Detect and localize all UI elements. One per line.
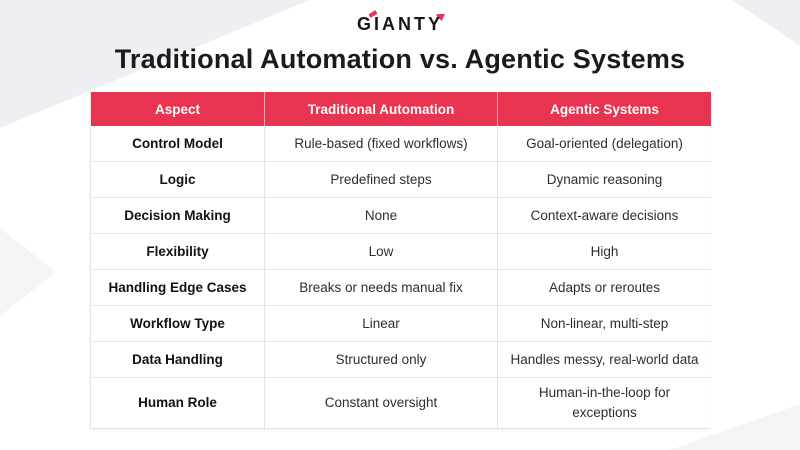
cell-traditional: Linear xyxy=(265,306,498,342)
row-label: Control Model xyxy=(91,126,265,162)
cell-traditional: Constant oversight xyxy=(265,378,498,428)
column-header-traditional: Traditional Automation xyxy=(265,92,498,126)
cell-traditional: Structured only xyxy=(265,342,498,378)
cell-traditional: Rule-based (fixed workflows) xyxy=(265,126,498,162)
cell-agentic: Human-in-the-loop for exceptions xyxy=(498,378,711,428)
cell-agentic: Context-aware decisions xyxy=(498,198,711,234)
row-label: Logic xyxy=(91,162,265,198)
cell-agentic: Dynamic reasoning xyxy=(498,162,711,198)
page-title: Traditional Automation vs. Agentic Syste… xyxy=(114,44,686,74)
cell-agentic: Adapts or reroutes xyxy=(498,270,711,306)
cell-traditional: Predefined steps xyxy=(265,162,498,198)
row-label: Data Handling xyxy=(91,342,265,378)
row-label: Handling Edge Cases xyxy=(91,270,265,306)
cell-traditional: Breaks or needs manual fix xyxy=(265,270,498,306)
logo-letter-g: G xyxy=(356,14,374,34)
row-label: Flexibility xyxy=(91,234,265,270)
cell-agentic: High xyxy=(498,234,711,270)
logo-red-accent-icon xyxy=(436,14,446,21)
logo-letter-i: I xyxy=(368,10,382,35)
logo-letters-ant: ANT xyxy=(382,14,428,34)
logo-letter-y: Y xyxy=(428,14,446,34)
cell-agentic: Handles messy, real-world data xyxy=(498,342,711,378)
cell-traditional: Low xyxy=(265,234,498,270)
cell-traditional: None xyxy=(265,198,498,234)
row-label: Decision Making xyxy=(91,198,265,234)
column-header-agentic: Agentic Systems xyxy=(498,92,711,126)
row-label: Human Role xyxy=(91,378,265,428)
comparison-table: Aspect Traditional Automation Agentic Sy… xyxy=(90,92,711,429)
row-label: Workflow Type xyxy=(91,306,265,342)
left-chevron-decoration xyxy=(0,228,56,316)
column-header-aspect: Aspect xyxy=(91,92,265,126)
cell-agentic: Non-linear, multi-step xyxy=(498,306,711,342)
cell-agentic: Goal-oriented (delegation) xyxy=(498,126,711,162)
